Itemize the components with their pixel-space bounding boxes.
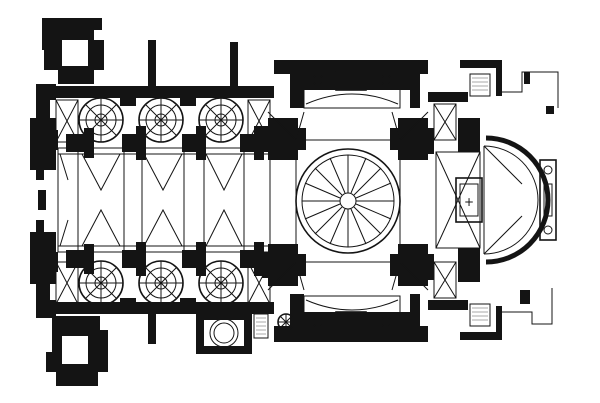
north-altar-cross: + — [345, 75, 355, 89]
pier-s2 — [122, 242, 146, 276]
north-aisle-dome-1 — [78, 97, 124, 143]
south-aisle-dome-1 — [78, 260, 124, 306]
south-transept-apse — [303, 295, 401, 333]
north-chapel-wall-2 — [230, 42, 238, 86]
choir-pier-south — [458, 248, 480, 282]
west-buttress-south — [30, 232, 56, 284]
wall-pier-s2 — [120, 298, 136, 312]
north-chapel-wall — [148, 40, 156, 86]
pier-s4 — [240, 242, 264, 276]
west-buttress-north — [30, 118, 56, 170]
choir-north-wall — [428, 92, 468, 102]
choir-pier-north — [458, 118, 480, 152]
side-rooms — [196, 60, 559, 354]
high-altar-cross: + — [464, 195, 474, 209]
west-portal-jamb — [38, 190, 46, 210]
south-aisle-dome-2 — [138, 260, 184, 306]
south-chapel-wall — [148, 314, 156, 344]
south-aisle-dome-3 — [198, 260, 244, 306]
crossing-dome — [295, 148, 401, 254]
north-aisle-dome-2 — [138, 97, 184, 143]
wall-pier-n2 — [120, 92, 136, 106]
pier-n1 — [66, 128, 94, 158]
south-transept-wall — [274, 294, 428, 342]
high-altar — [455, 177, 483, 223]
crossing-pier-nw — [262, 118, 306, 160]
pier-n2 — [122, 126, 146, 160]
pier-n4 — [240, 126, 264, 160]
choir-south-wall — [428, 300, 468, 310]
wall-pier-s3 — [180, 298, 196, 312]
pier-s3 — [182, 242, 206, 276]
northwest-tower — [42, 18, 104, 84]
apse-wall — [485, 135, 551, 265]
crossing-pier-ne — [390, 118, 434, 160]
southwest-tower — [46, 316, 108, 386]
pier-n3 — [182, 126, 206, 160]
apse: + — [455, 135, 557, 265]
nave-walls — [52, 40, 274, 344]
west-front — [30, 18, 108, 386]
crossing: + + — [262, 60, 434, 342]
north-aisle-dome-3 — [198, 97, 244, 143]
crossing-pier-se — [390, 244, 434, 286]
north-aisle-wall — [52, 86, 274, 98]
south-altar-cross: + — [345, 315, 355, 329]
wall-pier-n3 — [180, 92, 196, 106]
nave-vaults — [57, 147, 271, 253]
choir — [428, 92, 481, 310]
crossing-pier-sw — [262, 244, 306, 286]
